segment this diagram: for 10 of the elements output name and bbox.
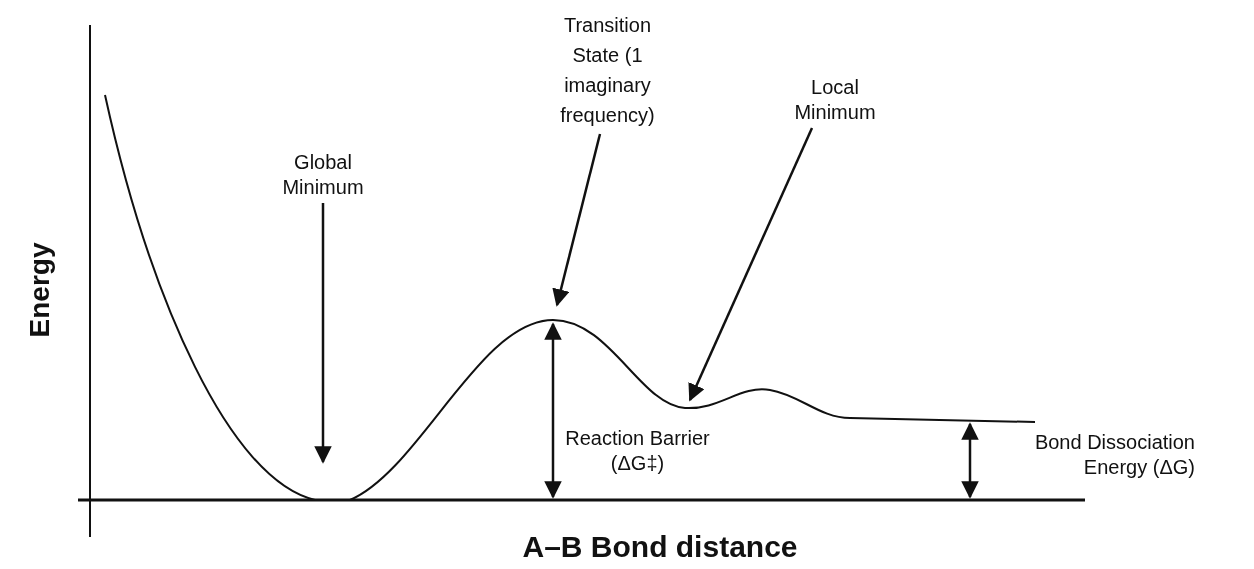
callout-text: Transition State (1 imaginary frequency)	[540, 10, 675, 130]
dimension-label: Reaction Barrier (ΔG‡)	[564, 426, 711, 476]
axis-title: Energy	[24, 241, 56, 340]
leader-arrow	[314, 203, 332, 464]
callout-text: Local Minimum	[780, 75, 890, 125]
axis-title: A–B Bond distance	[521, 530, 799, 564]
leader-arrow	[552, 133, 602, 307]
callout-text: Global Minimum	[268, 150, 378, 200]
dimension-label: Bond Dissociation Energy (ΔG)	[1033, 430, 1195, 480]
leader-arrow	[688, 127, 814, 402]
